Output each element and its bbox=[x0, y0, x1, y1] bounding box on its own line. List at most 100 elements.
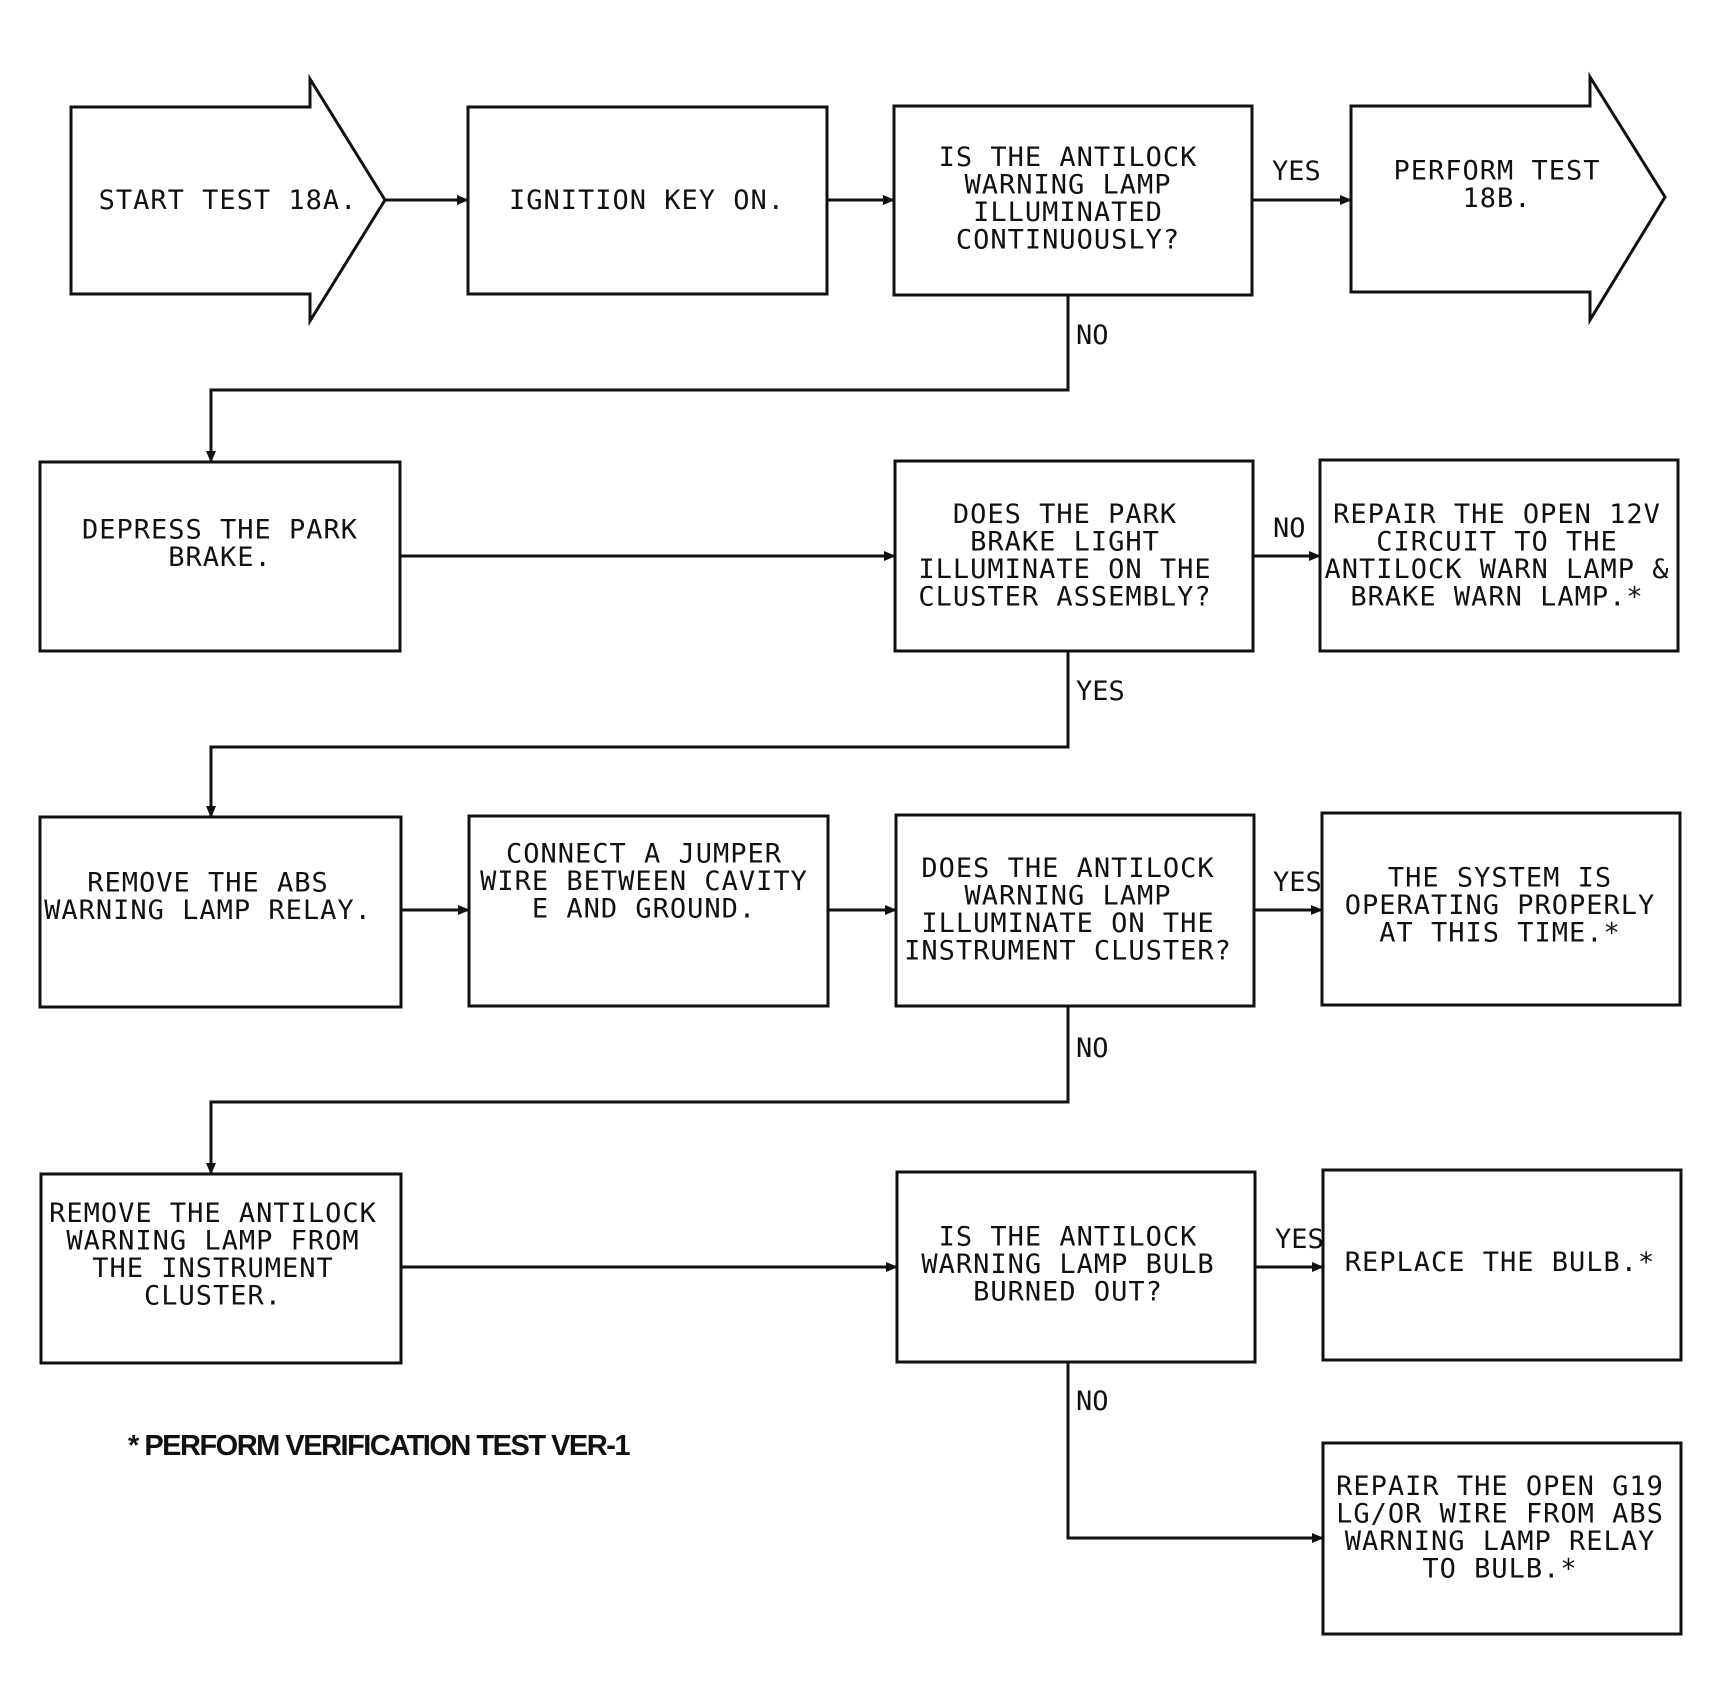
node-text-line: CLUSTER. bbox=[144, 1280, 282, 1311]
end-arrow-shape bbox=[1349, 71, 1667, 326]
node-text-line: START TEST 18A. bbox=[99, 185, 358, 216]
node-text-line: REPAIR THE OPEN G19 bbox=[1336, 1471, 1664, 1502]
node-text-line: DEPRESS THE PARK bbox=[82, 514, 358, 545]
result-box bbox=[1320, 811, 1682, 1007]
label-q4-no: NO bbox=[1076, 1386, 1109, 1417]
label-q3-yes: YES bbox=[1273, 867, 1322, 898]
connector-q4-no-to-repair-g19 bbox=[1066, 1362, 1324, 1543]
node-text-line: WARNING LAMP RELAY. bbox=[44, 895, 372, 926]
result-box bbox=[1321, 1168, 1683, 1362]
decision-box bbox=[892, 104, 1254, 297]
node-text-line: DOES THE PARK bbox=[953, 499, 1177, 530]
node-text-line: BRAKE WARN LAMP.* bbox=[1350, 581, 1643, 612]
edge-labels: YES NO NO YES YES NO YES NO bbox=[1076, 156, 1324, 1417]
label-q1-no: NO bbox=[1076, 320, 1109, 351]
decision-box bbox=[894, 813, 1256, 1008]
node-text-line: REMOVE THE ABS bbox=[87, 867, 329, 898]
label-q4-yes: YES bbox=[1275, 1224, 1324, 1255]
node-text-line: WIRE BETWEEN CAVITY bbox=[480, 866, 808, 897]
node-text-line: OPERATING PROPERLY bbox=[1345, 890, 1656, 921]
node-text-line: THE SYSTEM IS bbox=[1388, 863, 1612, 894]
node-text-line: IGNITION KEY ON. bbox=[509, 185, 785, 216]
node-text-line: IS THE ANTILOCK bbox=[939, 142, 1198, 173]
process-box bbox=[467, 814, 830, 1008]
node-text-line: CONTINUOUSLY? bbox=[956, 224, 1180, 255]
node-start-test-18a: START TEST 18A. bbox=[69, 73, 387, 327]
node-text-line: REMOVE THE ANTILOCK bbox=[49, 1198, 377, 1229]
start-arrow-shape bbox=[69, 73, 387, 327]
node-text-line: E AND GROUND. bbox=[532, 894, 756, 925]
node-text-line: PERFORM TEST bbox=[1393, 155, 1600, 186]
label-q2-yes: YES bbox=[1076, 676, 1125, 707]
node-text: REPLACE THE BULB.* bbox=[1345, 1247, 1656, 1278]
node-text-line: WARNING LAMP BULB bbox=[921, 1249, 1214, 1280]
node-text-line: CLUSTER ASSEMBLY? bbox=[918, 581, 1211, 612]
node-text-line: AT THIS TIME.* bbox=[1379, 918, 1621, 949]
process-box bbox=[466, 105, 829, 296]
node-text-line: BURNED OUT? bbox=[973, 1277, 1163, 1308]
decision-box bbox=[895, 1170, 1257, 1364]
node-text-line: WARNING LAMP bbox=[964, 169, 1171, 200]
process-box bbox=[38, 815, 403, 1009]
node-text-line: THE INSTRUMENT bbox=[92, 1253, 334, 1284]
connectors bbox=[206, 195, 1352, 1543]
node-text: IGNITION KEY ON. bbox=[509, 185, 785, 216]
node-text-line: BRAKE LIGHT bbox=[970, 526, 1160, 557]
node-text-line: ILLUMINATE ON THE bbox=[921, 908, 1214, 939]
node-text-line: CIRCUIT TO THE bbox=[1376, 526, 1618, 557]
decision-box bbox=[893, 459, 1255, 653]
node-text-line: CONNECT A JUMPER bbox=[506, 839, 782, 870]
node-text-line: IS THE ANTILOCK bbox=[939, 1222, 1198, 1253]
node-text: START TEST 18A. bbox=[99, 185, 358, 216]
node-text-line: LG/OR WIRE FROM ABS bbox=[1336, 1498, 1664, 1529]
node-ignition-key-on: IGNITION KEY ON. bbox=[466, 105, 829, 296]
node-text-line: 18B. bbox=[1462, 183, 1531, 214]
result-box bbox=[1321, 1441, 1683, 1636]
result-box bbox=[1318, 458, 1680, 653]
node-text-line: REPAIR THE OPEN 12V bbox=[1333, 499, 1661, 530]
connector-q3-no-to-remove-lamp bbox=[206, 1006, 1070, 1175]
node-text-line: REPLACE THE BULB.* bbox=[1345, 1247, 1656, 1278]
node-text-line: WARNING LAMP RELAY bbox=[1345, 1526, 1656, 1557]
process-box bbox=[39, 1172, 403, 1365]
label-q1-yes: YES bbox=[1272, 156, 1321, 187]
connector-q2-yes-to-remove-relay bbox=[206, 651, 1070, 818]
label-q2-no: NO bbox=[1273, 513, 1306, 544]
node-text-line: INSTRUMENT CLUSTER? bbox=[904, 935, 1232, 966]
node-replace-bulb: REPLACE THE BULB.* bbox=[1321, 1168, 1683, 1362]
node-text-line: WARNING LAMP bbox=[964, 880, 1171, 911]
connector-q1-no-to-depress bbox=[206, 296, 1070, 463]
node-text-line: DOES THE ANTILOCK bbox=[921, 853, 1214, 884]
node-text-line: WARNING LAMP FROM bbox=[66, 1225, 359, 1256]
node-text-line: ANTILOCK WARN LAMP & bbox=[1324, 554, 1669, 585]
label-q3-no: NO bbox=[1076, 1033, 1109, 1064]
node-text-line: ILLUMINATED bbox=[973, 197, 1163, 228]
node-text-line: ILLUMINATE ON THE bbox=[918, 554, 1211, 585]
process-box bbox=[38, 460, 402, 653]
node-text-line: BRAKE. bbox=[168, 542, 272, 573]
node-text-line: TO BULB.* bbox=[1422, 1553, 1577, 1584]
